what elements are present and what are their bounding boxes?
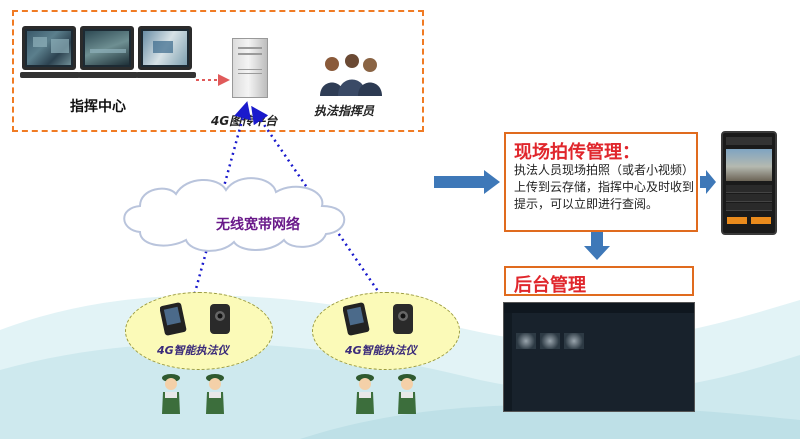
network-label: 无线宽带网络 bbox=[216, 217, 300, 233]
backend-title: 后台管理 bbox=[514, 275, 586, 296]
commanders-icon bbox=[320, 54, 382, 96]
monitor-screen bbox=[80, 26, 134, 70]
officer-icon bbox=[398, 374, 416, 414]
monitor-screen bbox=[138, 26, 192, 70]
photo-management-description: 执法人员现场拍照（或者小视频）上传到云存储，指挥中心及时收到提示，可以立即进行查… bbox=[514, 163, 695, 211]
monitor-screen bbox=[22, 26, 76, 70]
server-icon bbox=[232, 38, 268, 98]
device-label: 4G智能执法仪 bbox=[157, 344, 229, 357]
officer-icon bbox=[206, 374, 224, 414]
body-camera-icon bbox=[160, 302, 230, 336]
commanders-label: 执法指挥员 bbox=[314, 104, 375, 118]
control-center-box bbox=[12, 10, 424, 132]
monitor-stand bbox=[20, 72, 80, 78]
control-center-label: 指挥中心 bbox=[70, 99, 126, 115]
device-group-left bbox=[125, 292, 273, 370]
phone-screenshot bbox=[721, 131, 777, 235]
backend-screenshot bbox=[503, 302, 695, 412]
photo-management-panel: 现场拍传管理： bbox=[504, 132, 698, 232]
body-camera-icon bbox=[343, 302, 413, 336]
photo-management-title: 现场拍传管理： bbox=[514, 142, 640, 163]
officer-icon bbox=[162, 374, 180, 414]
device-label: 4G智能执法仪 bbox=[345, 344, 417, 357]
monitor-stand bbox=[78, 72, 138, 78]
backend-panel: 后台管理 bbox=[504, 266, 694, 296]
monitor-stand bbox=[136, 72, 196, 78]
officer-icon bbox=[356, 374, 374, 414]
device-group-right bbox=[312, 292, 460, 370]
